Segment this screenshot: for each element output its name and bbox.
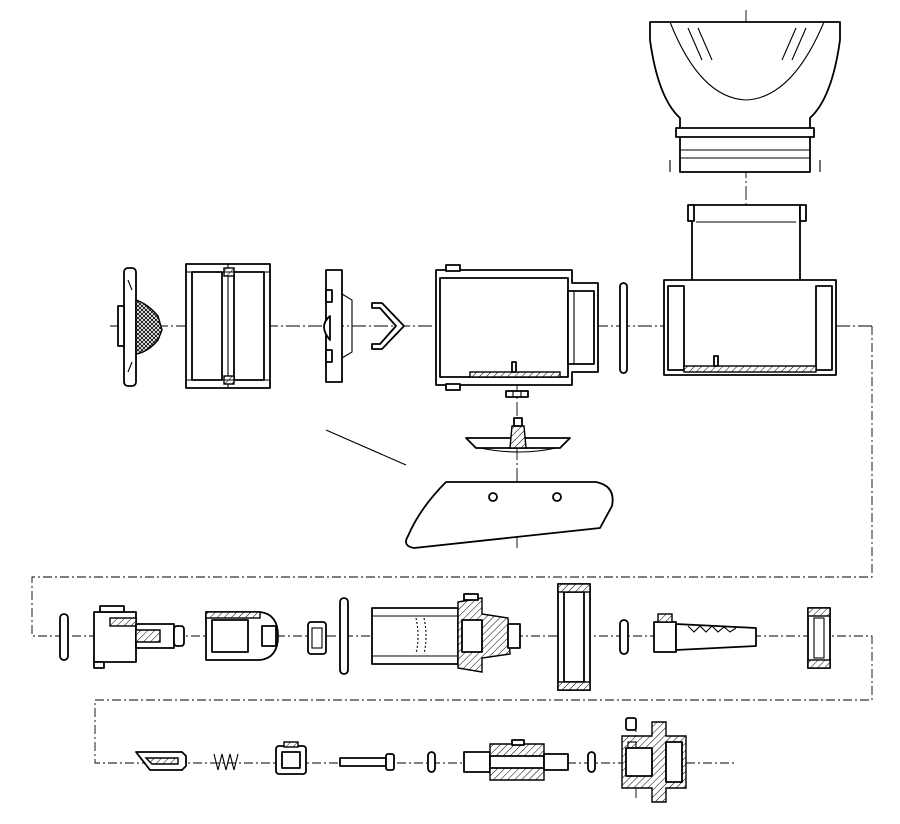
check-valve-part xyxy=(275,741,307,775)
small-o-ring-2 xyxy=(619,619,629,655)
funnel-housing-part xyxy=(649,21,841,173)
small-o-ring-1 xyxy=(59,613,69,661)
o-ring-part-2 xyxy=(339,597,349,675)
filter-cartridge-part xyxy=(557,583,591,691)
cone-tip-part xyxy=(371,302,405,350)
tiny-o-ring-2 xyxy=(587,751,596,773)
paddle-blade-part xyxy=(405,481,614,549)
cup-housing-part xyxy=(205,611,279,661)
channel-case-part xyxy=(185,263,271,389)
pin-part xyxy=(505,390,529,398)
ring-nut-part xyxy=(307,621,327,655)
end-cap-part xyxy=(117,267,163,387)
baffle-plate-part xyxy=(465,417,571,453)
cylinder-body-part xyxy=(435,264,599,391)
piston-sleeve-part xyxy=(463,739,569,781)
barbed-fitting-part xyxy=(653,613,757,653)
diaphragm-part xyxy=(323,269,353,383)
tee-body-part xyxy=(663,204,837,376)
tiny-o-ring xyxy=(427,751,436,773)
leader-line xyxy=(325,429,407,466)
spring-part xyxy=(213,753,239,771)
coupler-nut-part xyxy=(807,607,831,669)
valve-body-part xyxy=(93,605,185,669)
o-ring-part xyxy=(619,282,628,374)
plunger-rod-part xyxy=(339,753,395,771)
pump-head-part xyxy=(621,717,687,803)
pump-body-part xyxy=(371,593,521,673)
nozzle-tip-part xyxy=(135,751,187,771)
